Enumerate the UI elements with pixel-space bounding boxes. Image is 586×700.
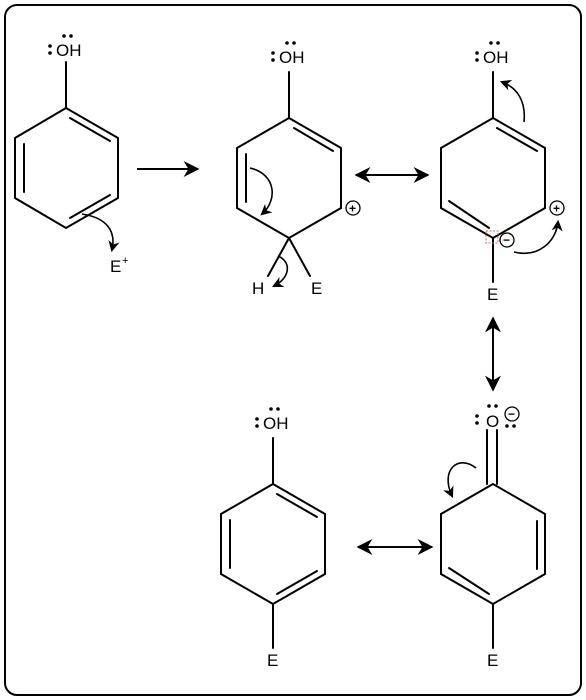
- phenol-molecule: OH E +: [14, 34, 128, 276]
- oh-text: OH: [279, 48, 305, 67]
- svg-text:+: +: [553, 202, 560, 216]
- arenium-resonance-form: OH E − +: [440, 41, 565, 304]
- frame-border: [4, 4, 582, 696]
- curved-arrow: [513, 219, 563, 255]
- svg-text:+: +: [122, 255, 128, 267]
- oh-text: OH: [56, 41, 82, 60]
- atom-highlight: [485, 230, 499, 244]
- svg-text:E: E: [110, 257, 121, 276]
- hydrogen-label: H: [252, 279, 264, 298]
- arenium-intermediate: OH H E +: [236, 41, 361, 298]
- electrophile-label: E: [267, 651, 278, 670]
- svg-text:+: +: [349, 202, 356, 216]
- negative-charge: −: [499, 232, 515, 248]
- oxygen-label: O: [475, 404, 516, 431]
- electrophile-label: E: [487, 285, 498, 304]
- positive-charge: +: [345, 200, 361, 216]
- curved-arrow: [443, 462, 477, 499]
- electrophile-label: E: [487, 651, 498, 670]
- oh-text: OH: [483, 48, 509, 67]
- curved-arrow: [81, 213, 120, 253]
- oh-label: OH: [48, 34, 82, 60]
- electrophile-label: E: [311, 279, 322, 298]
- keto-form-molecule: O − E: [440, 404, 546, 670]
- curved-arrow: [249, 167, 273, 216]
- oh-text: OH: [263, 414, 289, 433]
- svg-text:−: −: [503, 233, 510, 247]
- oh-label: OH: [255, 407, 289, 433]
- oh-label: OH: [475, 41, 509, 67]
- oxygen-text: O: [486, 412, 499, 431]
- electrophile-label: E +: [110, 255, 128, 276]
- para-substituted-phenol: OH E: [220, 407, 326, 670]
- negative-charge: −: [504, 406, 520, 422]
- curved-arrow: [499, 79, 526, 123]
- oh-label: OH: [271, 41, 305, 67]
- curved-arrow: [271, 255, 289, 288]
- positive-charge: +: [549, 200, 565, 216]
- svg-text:−: −: [508, 407, 515, 421]
